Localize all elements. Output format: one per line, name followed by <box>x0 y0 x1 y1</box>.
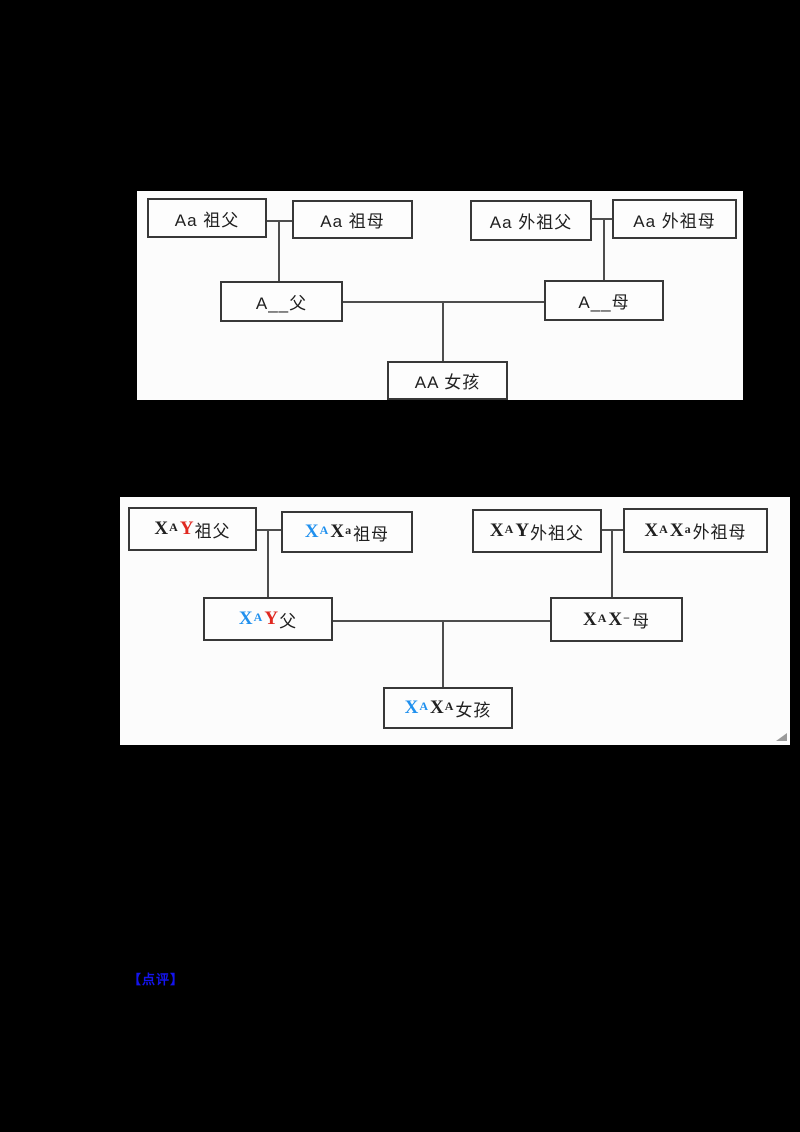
node-grandmother: Aa 祖母 <box>292 200 413 239</box>
connector-parents-to-girl <box>442 301 444 361</box>
node-girl: AA 女孩 <box>387 361 508 400</box>
connector-maternal-grandparents-to-mother <box>603 218 605 280</box>
connector-maternal-grandparents <box>592 218 612 220</box>
connector-maternal-grandparents-to-mother <box>611 529 613 597</box>
comment-note-label: 【点评】 <box>128 972 185 987</box>
connector-parents-to-girl <box>442 620 444 687</box>
pedigree-panel-autosomal: Aa 祖父 Aa 祖母 Aa 外祖父 Aa 外祖母 A__父 A__母 AA 女… <box>137 191 743 400</box>
connector-grandparents <box>257 529 281 531</box>
node-mother: A__母 <box>544 280 664 321</box>
corner-handle-icon <box>776 733 787 741</box>
node-maternal-grandfather: Aa 外祖父 <box>470 200 592 241</box>
node-maternal-grandmother: Aa 外祖母 <box>612 199 737 239</box>
node-father: A__父 <box>220 281 343 322</box>
connector-grandparents-to-father <box>267 529 269 597</box>
connector-parents <box>333 620 550 622</box>
node-grandfather: Aa 祖父 <box>147 198 267 238</box>
connector-grandparents-to-father <box>278 220 280 281</box>
